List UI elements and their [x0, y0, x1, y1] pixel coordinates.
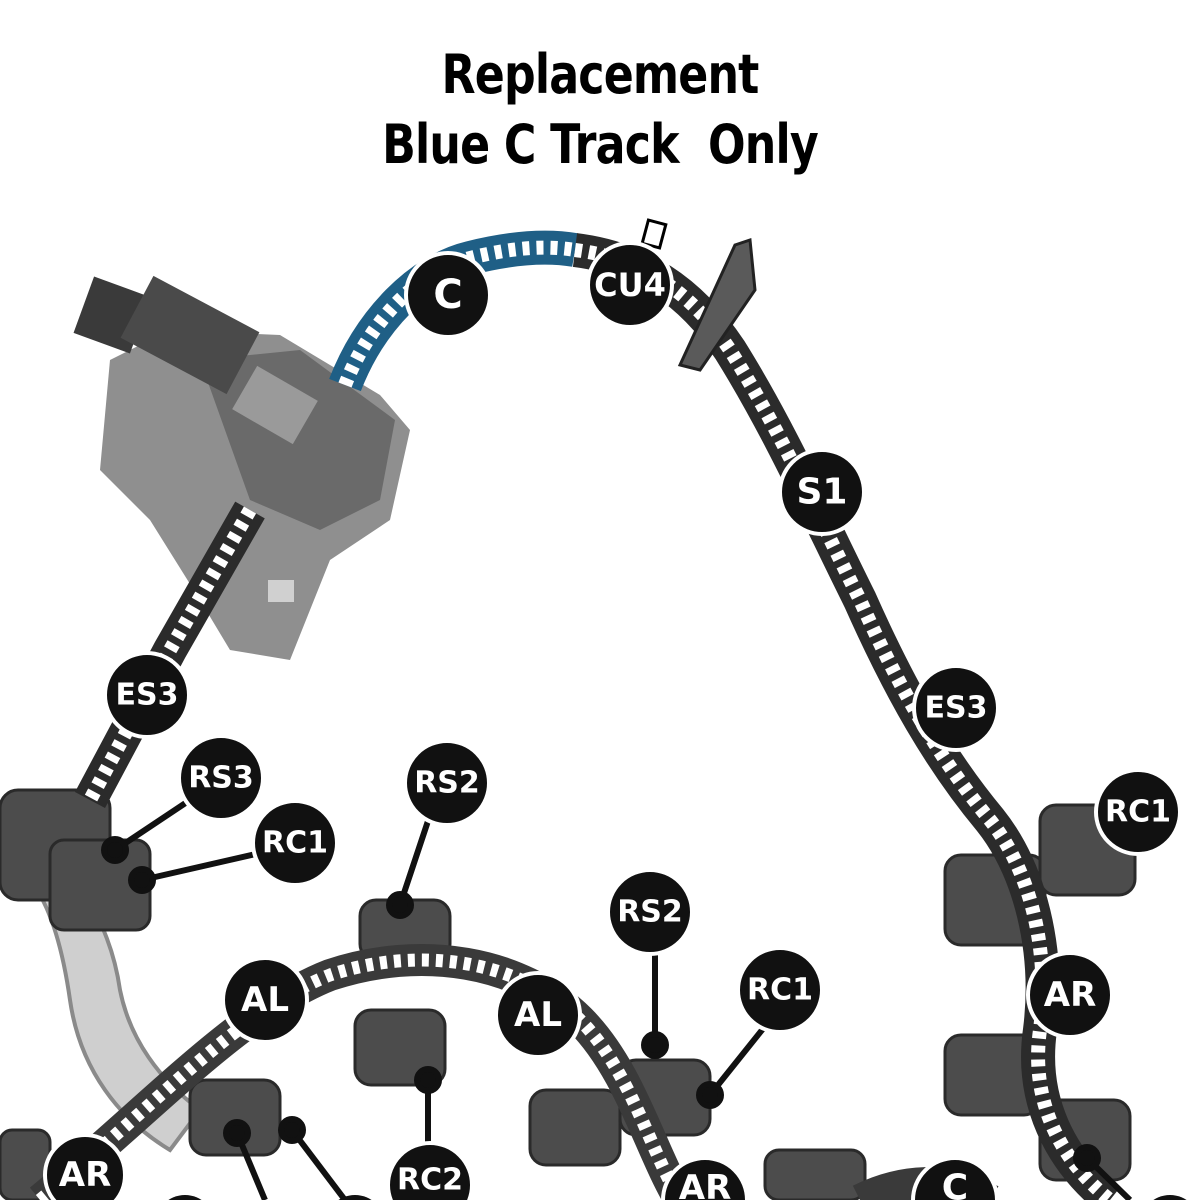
label-text: S1 — [797, 472, 848, 513]
label-rc1-left: RC1 — [251, 799, 339, 887]
label-text: AR — [679, 1168, 732, 1200]
label-ar-left: AR — [43, 1133, 127, 1200]
label-text: ES3 — [925, 691, 988, 726]
label-al-mid: AL — [494, 971, 582, 1059]
label-text: RS2 — [617, 895, 683, 930]
label-s1: S1 — [778, 448, 866, 536]
label-text: RS3 — [188, 761, 254, 796]
label-rc1-right: RC1 — [1094, 768, 1182, 856]
label-c-bottom: C — [911, 1156, 999, 1200]
label-c-top: C — [404, 251, 492, 339]
label-cu4: CU4 — [586, 241, 674, 329]
label-text: ES3 — [116, 678, 179, 713]
label-text: RS2 — [414, 766, 480, 801]
title-line-2: Blue C Track Only — [382, 113, 819, 176]
label-text: C — [942, 1168, 968, 1200]
label-text: RC1 — [747, 973, 813, 1008]
label-text: CU4 — [594, 266, 666, 304]
label-text: RC1 — [262, 826, 328, 861]
label-partial-bottom-left — [168, 1195, 1187, 1200]
label-text: RC1 — [1105, 795, 1171, 830]
label-es3-left: ES3 — [103, 651, 191, 739]
diagram-title: Replacement Blue C Track Only — [108, 40, 1092, 180]
pylon — [763, 1148, 867, 1200]
label-text: AL — [514, 995, 562, 1035]
label-rc2: RC2 — [386, 1141, 474, 1200]
title-line-1: Replacement — [441, 43, 759, 106]
label-text: RC2 — [397, 1163, 463, 1198]
label-es3-right: ES3 — [912, 664, 1000, 752]
pylon — [528, 1088, 622, 1167]
label-ar-bottom: AR — [661, 1156, 749, 1200]
label-badges: C CU4 S1 ES3 ES3 RS3 RC1 RS2 — [43, 241, 1187, 1200]
track-left-run — [75, 501, 265, 808]
label-ar-right: AR — [1026, 951, 1114, 1039]
station-building — [73, 275, 410, 660]
label-al-left: AL — [221, 956, 309, 1044]
label-text: AL — [241, 980, 289, 1020]
label-rs2-mid: RS2 — [403, 739, 491, 827]
label-text: AR — [59, 1155, 112, 1195]
accessory-pieces — [640, 218, 757, 372]
label-rs3: RS3 — [177, 734, 265, 822]
pylon — [188, 1078, 282, 1157]
pylon — [353, 1008, 447, 1087]
label-text: C — [433, 272, 462, 318]
label-rc1-mid: RC1 — [736, 946, 824, 1034]
label-text: AR — [1044, 975, 1097, 1015]
label-rs2-right: RS2 — [606, 868, 694, 956]
